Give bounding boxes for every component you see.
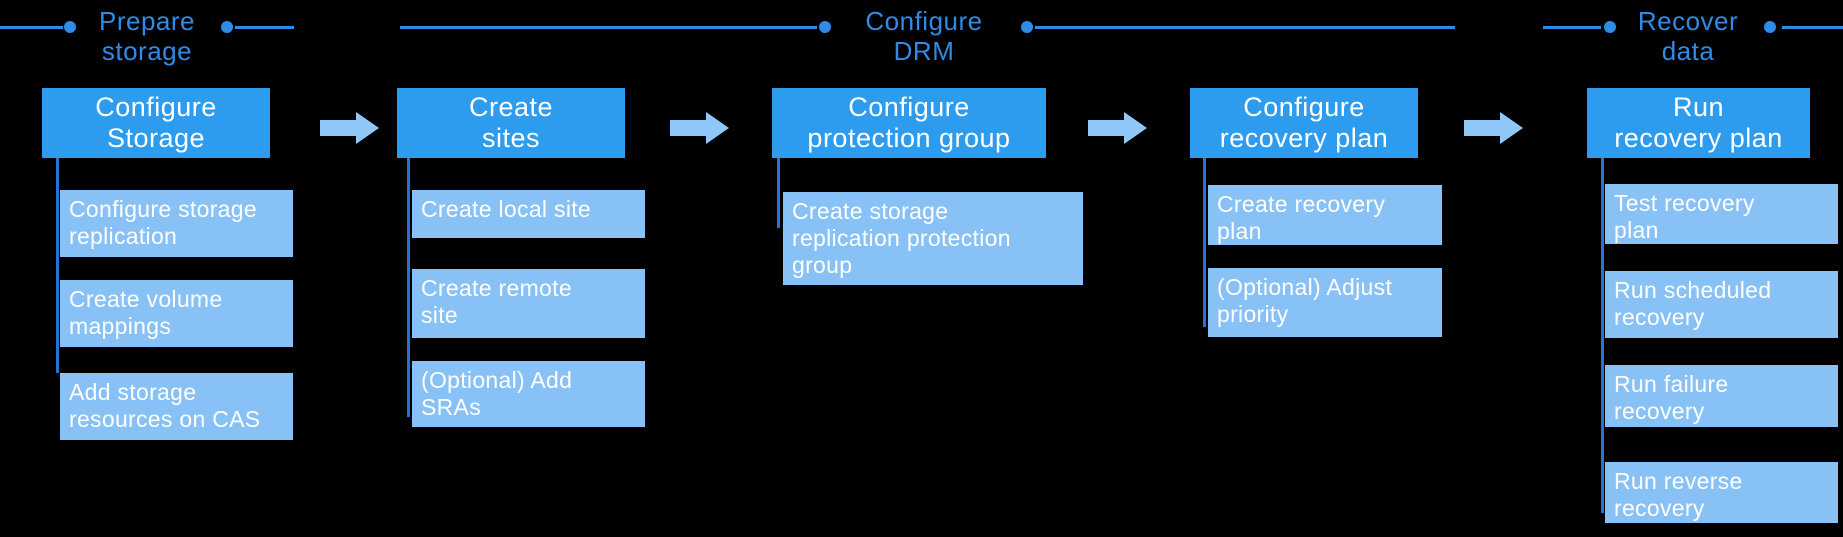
connector-line xyxy=(1601,158,1604,513)
sub-box-create-local-site: Create local site xyxy=(412,190,645,238)
sub-box-add-storage-resources: Add storage resources on CAS xyxy=(60,373,293,440)
sub-box-run-scheduled-recovery: Run scheduled recovery xyxy=(1605,271,1838,338)
main-box-run-recovery-plan: Run recovery plan xyxy=(1587,88,1810,158)
sub-box-test-recovery-plan: Test recovery plan xyxy=(1605,184,1838,244)
sub-box-optional-add-sras: (Optional) Add SRAs xyxy=(412,361,645,427)
sub-box-create-volume-mappings: Create volume mappings xyxy=(60,280,293,347)
timeline-dot xyxy=(819,21,831,33)
sub-box-configure-storage-replication: Configure storage replication xyxy=(60,190,293,257)
arrow-right-icon xyxy=(1464,112,1523,144)
timeline-dot xyxy=(1604,21,1616,33)
sub-box-create-storage-replication-protection-group: Create storage replication protection gr… xyxy=(783,192,1083,285)
main-box-configure-storage: Configure Storage xyxy=(42,88,270,158)
connector-line xyxy=(407,158,410,417)
connector-line xyxy=(1203,158,1206,327)
timeline-segment xyxy=(0,26,63,29)
timeline-segment xyxy=(1035,26,1455,29)
arrow-head xyxy=(1124,112,1147,144)
arrow-right-icon xyxy=(320,112,379,144)
arrow-shaft xyxy=(320,120,356,136)
arrow-shaft xyxy=(670,120,706,136)
arrow-shaft xyxy=(1464,120,1500,136)
main-box-configure-recovery-plan: Configure recovery plan xyxy=(1190,88,1418,158)
phase-label-configure-drm: Configure DRM xyxy=(865,6,983,66)
arrow-right-icon xyxy=(670,112,729,144)
timeline-dot xyxy=(221,21,233,33)
sub-box-create-recovery-plan: Create recovery plan xyxy=(1208,185,1442,245)
sub-box-create-remote-site: Create remote site xyxy=(412,269,645,338)
phase-label-recover-data: Recover data xyxy=(1637,6,1739,66)
arrow-head xyxy=(706,112,729,144)
arrow-head xyxy=(356,112,379,144)
arrow-shaft xyxy=(1088,120,1124,136)
sub-box-run-reverse-recovery: Run reverse recovery xyxy=(1605,462,1838,523)
sub-box-run-failure-recovery: Run failure recovery xyxy=(1605,365,1838,427)
timeline-segment xyxy=(1543,26,1601,29)
main-box-create-sites: Create sites xyxy=(397,88,625,158)
main-box-configure-protection-group: Configure protection group xyxy=(772,88,1046,158)
timeline-dot xyxy=(64,21,76,33)
connector-line xyxy=(56,158,59,373)
connector-line xyxy=(777,158,780,228)
timeline-dot xyxy=(1764,21,1776,33)
timeline-segment xyxy=(235,26,294,29)
phase-label-prepare-storage: Prepare storage xyxy=(99,6,195,66)
timeline-segment xyxy=(400,26,817,29)
arrow-right-icon xyxy=(1088,112,1147,144)
sub-box-optional-adjust-priority: (Optional) Adjust priority xyxy=(1208,268,1442,337)
arrow-head xyxy=(1500,112,1523,144)
timeline-segment xyxy=(1782,26,1843,29)
timeline-dot xyxy=(1021,21,1033,33)
